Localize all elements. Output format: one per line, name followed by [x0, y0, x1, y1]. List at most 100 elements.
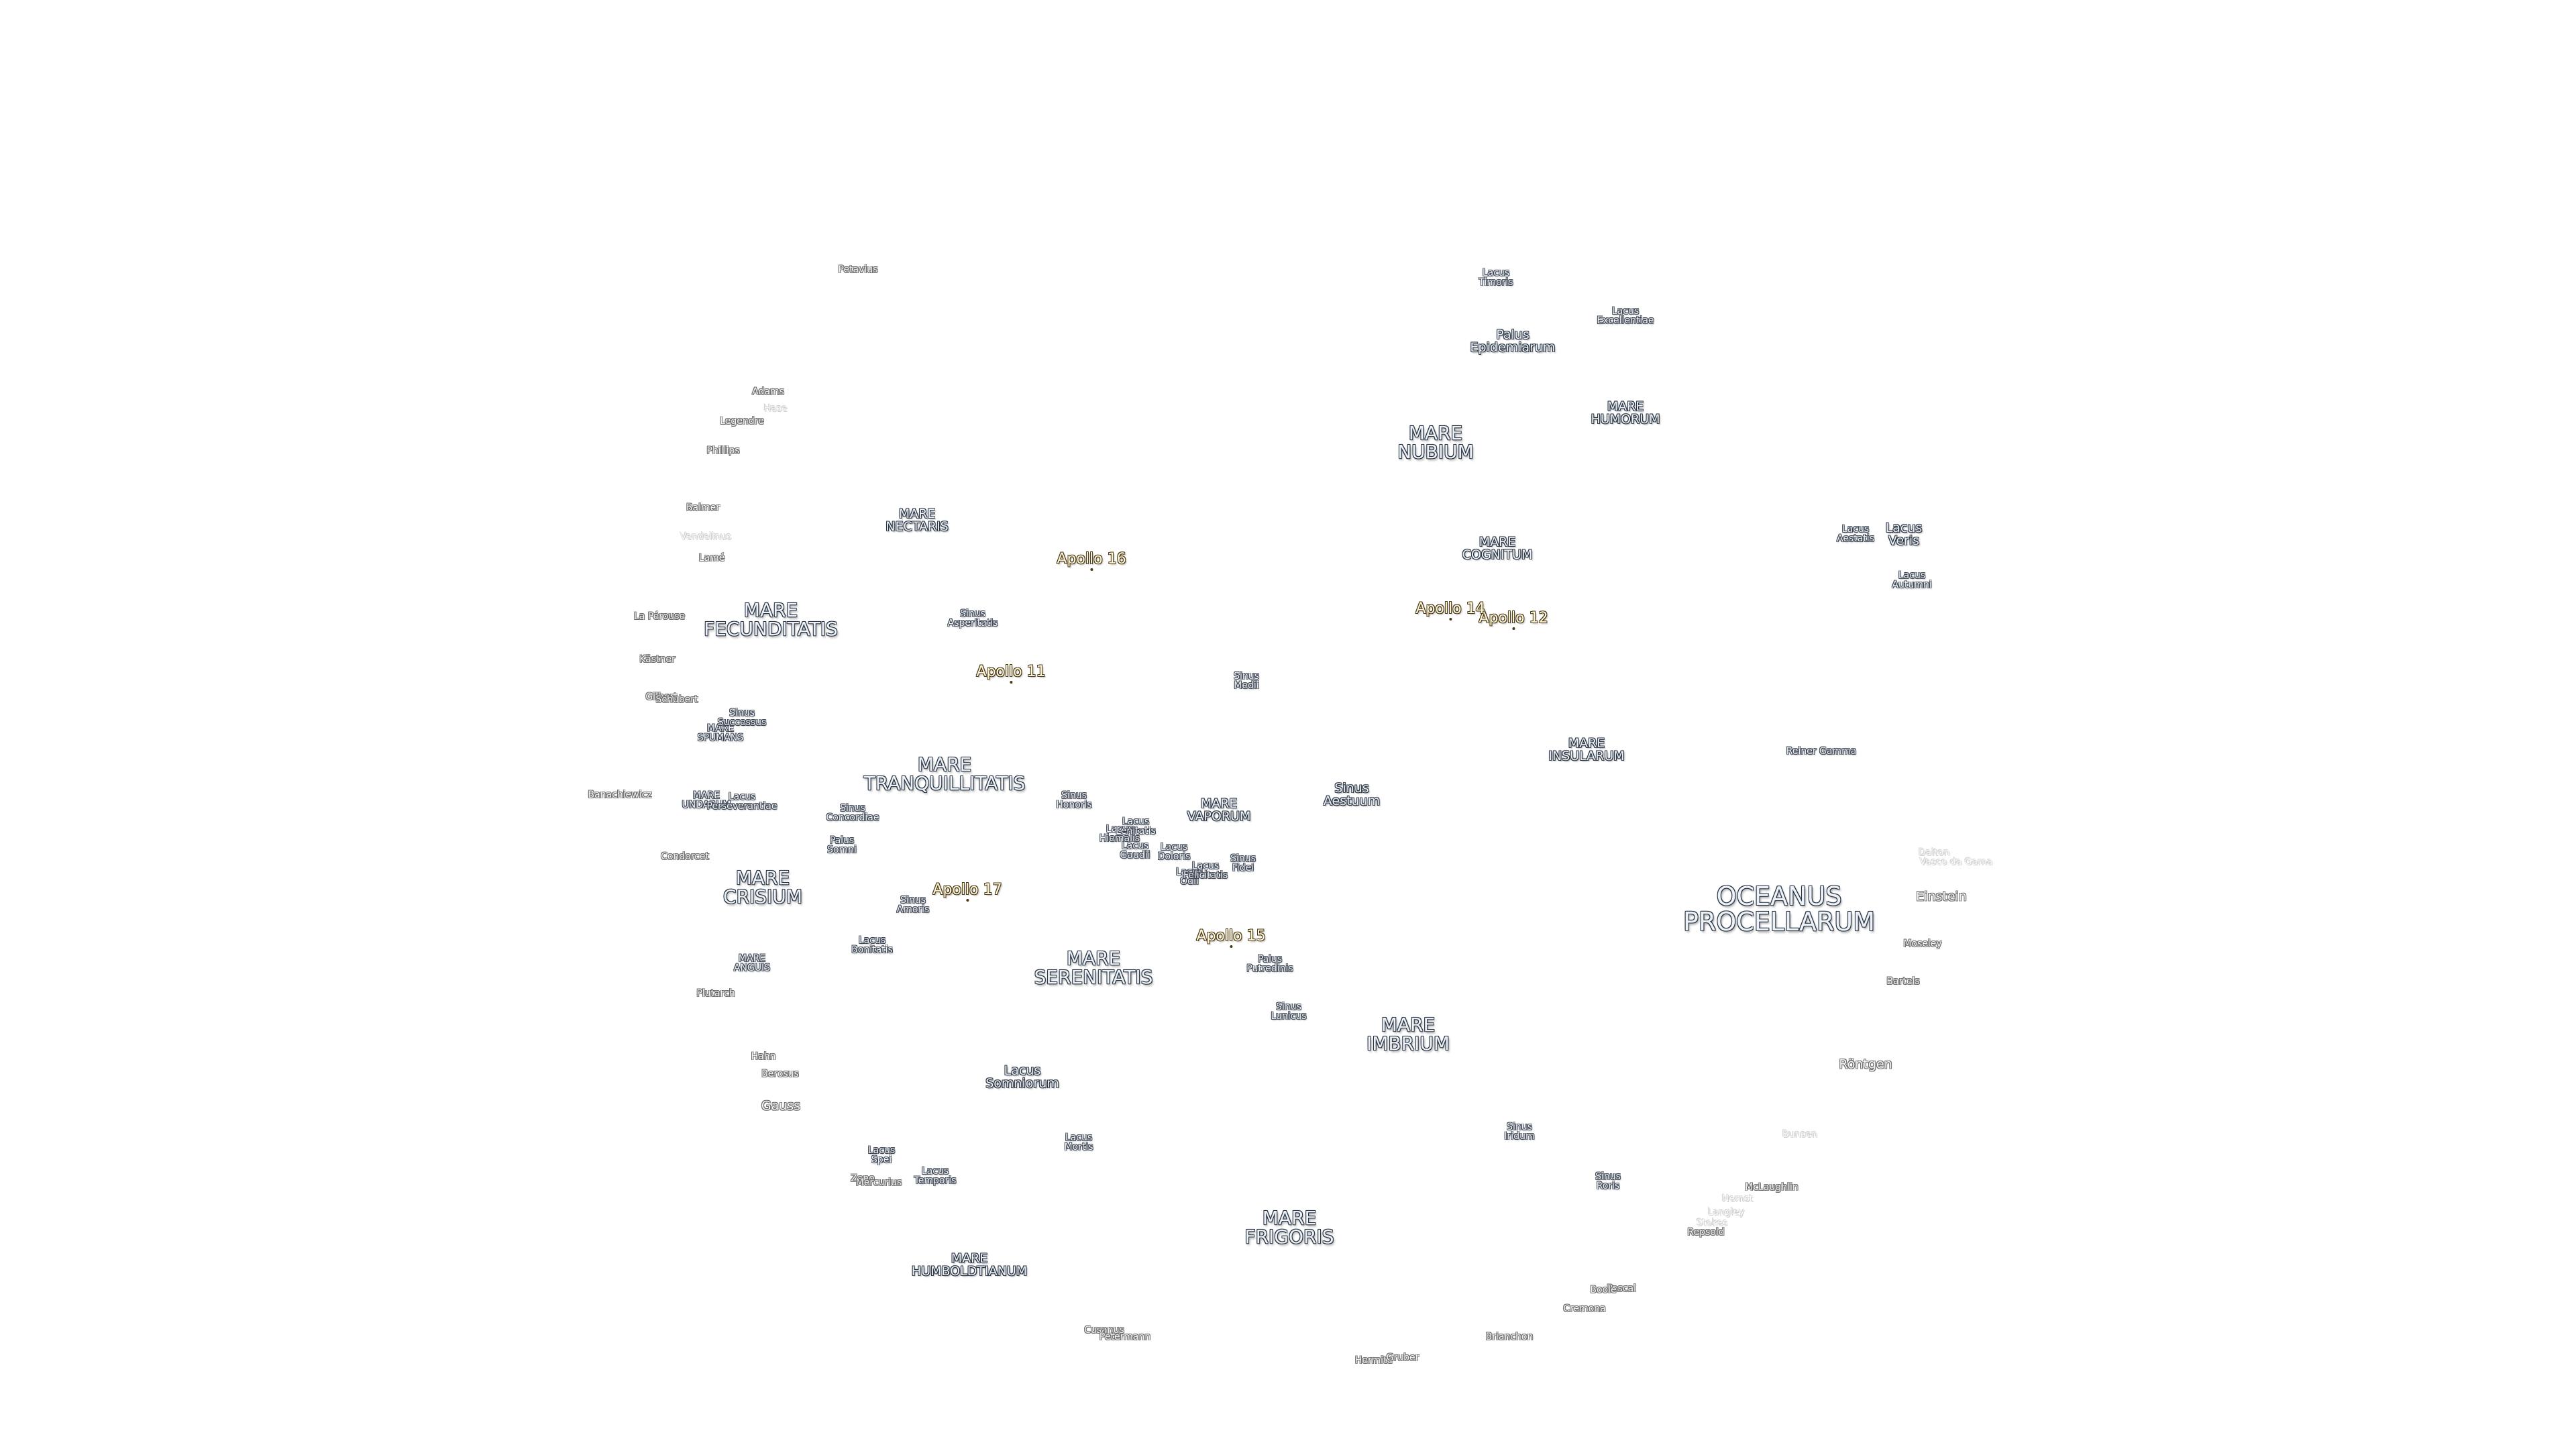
feature-label-lacus-felicitatis: Lacus Felicitatis [1183, 861, 1228, 880]
feature-label-la-perouse: La Pérouse [634, 612, 685, 621]
label-text: Condorcet [661, 851, 709, 862]
landing-site-marker-icon [966, 899, 969, 902]
feature-label-hahn: Hahn [751, 1052, 776, 1061]
label-text: Sinus Amoris [896, 895, 930, 915]
feature-label-lacus-temporis: Lacus Temporis [914, 1167, 957, 1185]
label-text: Lacus Autumni [1892, 570, 1932, 590]
landing-site-marker-icon [1449, 618, 1452, 621]
feature-label-mare-frigoris: MARE FRIGORIS [1244, 1209, 1334, 1246]
label-text: Lacus Perseverantiae [706, 792, 777, 812]
feature-label-lacus-timoris: Lacus Timoris [1479, 268, 1513, 287]
label-text: Lamé [698, 553, 725, 564]
feature-label-mare-imbrium: MARE IMBRIUM [1366, 1016, 1450, 1053]
feature-label-legendre: Legendre [720, 417, 764, 426]
feature-label-nernst: Nernst [1722, 1194, 1753, 1203]
feature-label-cusanus: Cusanus [1084, 1326, 1124, 1335]
feature-label-repsold: Repsold [1687, 1228, 1724, 1237]
label-text: Apollo 15 [1196, 928, 1266, 945]
label-text: OCEANUS PROCELLARUM [1683, 881, 1875, 936]
label-text: Sinus Medii [1234, 671, 1259, 691]
label-text: Gilbert [645, 692, 678, 702]
label-text: Lacus Odii [1175, 867, 1203, 887]
label-text: Apollo 12 [1479, 610, 1548, 627]
feature-label-pascal: Pascal [1607, 1284, 1636, 1293]
feature-label-mare-spumans: MARE SPUMANS [698, 724, 744, 743]
feature-label-sinus-successus: Sinus Successus [718, 708, 767, 727]
feature-label-balmer: Balmer [686, 503, 720, 513]
label-text: Legendre [720, 416, 764, 427]
feature-label-lame: Lamé [699, 553, 725, 563]
feature-label-lacus-perseverantiae: Lacus Perseverantiae [707, 792, 777, 811]
label-text: MARE FRIGORIS [1244, 1207, 1334, 1248]
label-text: Phillips [706, 445, 740, 456]
feature-label-gruber: Gruber [1387, 1353, 1419, 1362]
label-text: MARE FECUNDITATIS [704, 599, 838, 640]
feature-label-sinus-concordiae: Sinus Concordiae [826, 804, 879, 822]
label-text: Apollo 17 [932, 881, 1002, 898]
feature-label-gauss: Gauss [761, 1099, 800, 1113]
label-text: Sinus Iridum [1504, 1122, 1535, 1142]
feature-label-mare-serenitatis: MARE SERENITATIS [1034, 949, 1153, 987]
label-text: Cremona [1563, 1303, 1606, 1314]
feature-label-sinus-medii: Sinus Medii [1234, 672, 1259, 690]
feature-label-gilbert: Gilbert [645, 692, 677, 702]
feature-label-sinus-aestuum: Sinus Aestuum [1324, 782, 1380, 808]
label-text: MARE UNDARUM [682, 790, 731, 810]
feature-label-mare-tranquillitatis: MARE TRANQUILLITATIS [864, 755, 1026, 793]
label-text: Lacus Timoris [1479, 268, 1513, 288]
feature-label-sinus-roris: Sinus Roris [1595, 1172, 1621, 1191]
landing-site-apollo-12: Apollo 12 [1479, 611, 1548, 630]
feature-label-mare-nectaris: MARE NECTARIS [885, 508, 948, 533]
label-text: Sinus Honoris [1056, 790, 1092, 810]
label-text: Dalton [1918, 847, 1950, 858]
feature-label-langley: Langley [1708, 1208, 1745, 1217]
label-text: Sinus Roris [1595, 1171, 1621, 1191]
feature-label-lacus-bonitatis: Lacus Bonitatis [851, 936, 893, 955]
feature-label-palus-epidemiarum: Palus Epidemiarum [1470, 329, 1556, 354]
feature-label-einstein: Einstein [1916, 890, 1967, 904]
label-text: Banachiewicz [588, 790, 652, 800]
label-text: Schubert [655, 694, 698, 705]
label-text: Röntgen [1839, 1057, 1892, 1072]
feature-label-hermite: Hermite [1355, 1356, 1393, 1365]
feature-label-bunsen: Bunsen [1782, 1130, 1817, 1139]
label-text: Lacus Doloris [1157, 842, 1191, 862]
label-text: Apollo 14 [1415, 600, 1485, 617]
feature-label-mare-fecunditatis: MARE FECUNDITATIS [704, 601, 838, 639]
label-text: Apollo 11 [976, 663, 1046, 680]
label-text: MARE COGNITUM [1462, 535, 1533, 562]
label-text: Petavius [838, 264, 878, 275]
feature-label-lacus-lenitatis: Lacus Lenitatis [1116, 817, 1156, 836]
label-text: MARE NECTARIS [885, 506, 949, 534]
label-text: Hahn [751, 1051, 776, 1062]
landing-site-marker-icon [1090, 568, 1093, 571]
label-text: Sinus Asperitatis [947, 608, 998, 629]
landing-site-apollo-17: Apollo 17 [932, 883, 1002, 902]
feature-label-lacus-odii: Lacus Odii [1176, 867, 1203, 886]
landing-site-apollo-15: Apollo 15 [1196, 928, 1266, 948]
feature-label-reiner-gamma: Reiner Gamma [1786, 747, 1857, 756]
feature-label-condorcet: Condorcet [661, 852, 709, 861]
feature-label-boole: Boole [1590, 1285, 1616, 1295]
feature-label-mercurius: Mercurius [856, 1178, 902, 1187]
feature-label-sinus-honoris: Sinus Honoris [1056, 791, 1091, 810]
label-text: Lacus Hiemalis [1099, 824, 1140, 844]
feature-label-cremona: Cremona [1563, 1304, 1606, 1313]
feature-label-bartels: Bartels [1886, 977, 1919, 986]
feature-label-lacus-hiemalis: Lacus Hiemalis [1099, 824, 1140, 843]
feature-label-mare-vaporum: MARE VAPORUM [1187, 798, 1251, 823]
feature-label-kastner: Kästner [639, 655, 676, 664]
feature-label-lacus-aestatis: Lacus Aestatis [1837, 525, 1874, 543]
label-text: Hermite [1354, 1355, 1393, 1366]
label-text: MARE CRISIUM [723, 867, 802, 908]
feature-label-mare-crisium: MARE CRISIUM [723, 869, 802, 906]
feature-label-oceanus-procellarum: OCEANUS PROCELLARUM [1683, 883, 1875, 934]
feature-label-sinus-amoris: Sinus Amoris [897, 896, 930, 914]
label-text: MARE SPUMANS [697, 723, 744, 743]
label-text: Lacus Gaudii [1120, 841, 1150, 861]
label-text: Vasco da Gama [1919, 857, 1993, 867]
feature-label-mare-anguis: MARE ANGUIS [734, 954, 770, 973]
label-text: Mercurius [855, 1177, 902, 1188]
feature-label-lacus-gaudii: Lacus Gaudii [1120, 841, 1150, 860]
landing-site-marker-icon [1512, 627, 1515, 630]
